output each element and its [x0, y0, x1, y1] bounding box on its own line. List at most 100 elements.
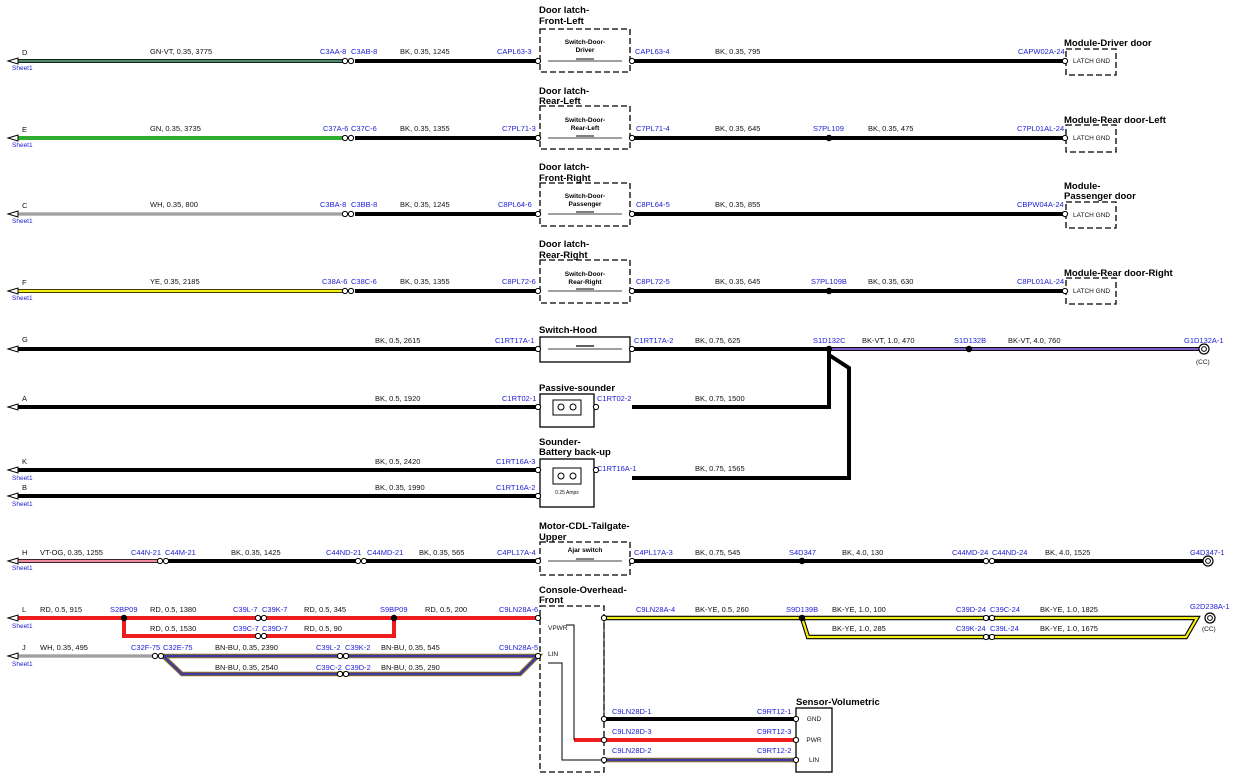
wire-label: RD, 0.5, 1380 — [150, 605, 196, 614]
connector-pin — [592, 466, 600, 474]
component-title: Motor-CDL-Tailgate- — [539, 521, 630, 532]
door-latch-front-right[interactable]: Door latch- Front-Right Switch-Door- Pas… — [539, 162, 631, 227]
connector-label: C37A-6 — [323, 124, 348, 133]
battery-rating: 0.25 Amps — [555, 490, 579, 496]
module-driver-door[interactable]: Module-Driver door LATCH GND — [1064, 38, 1152, 76]
connector-label: CBPW04A-24 — [1017, 200, 1064, 209]
connector-pin — [151, 652, 159, 660]
wire-label: BK, 0.75, 1565 — [695, 464, 745, 473]
switch-hood[interactable]: Switch-Hood — [539, 325, 631, 363]
off-sheet-arrow — [6, 345, 19, 353]
row-letter: J — [22, 643, 26, 652]
sounder-coil — [569, 472, 577, 480]
wire-label: BK, 0.35, 1355 — [400, 124, 450, 133]
splice-dot — [390, 614, 398, 622]
sensor-volumetric[interactable]: Sensor-Volumetric GND PWR LIN — [795, 697, 880, 773]
connector-pin — [157, 652, 165, 660]
connector-pin — [988, 614, 996, 622]
connector-label: C7PL01AL-24 — [1017, 124, 1064, 133]
connector-label: C7PL71-4 — [636, 124, 670, 133]
row-h: H VT-OG, 0.35, 1255 C44N-21 C44M-21 BK, … — [12, 548, 1225, 572]
connector-pin — [534, 57, 542, 65]
module-rear-door-left[interactable]: Module-Rear door-Left LATCH GND — [1064, 115, 1167, 153]
wire-label: BK, 0.35, 630 — [868, 277, 913, 286]
component-outline — [539, 336, 631, 363]
connector-label: C38C-6 — [351, 277, 377, 286]
row-f: F YE, 0.35, 2185 C38A-6 C38C-6 BK, 0.35,… — [12, 277, 1065, 302]
component-outline — [539, 541, 631, 576]
module-passenger-door[interactable]: Module- Passenger door LATCH GND — [1064, 181, 1136, 229]
console-overhead-front[interactable]: Console-Overhead- Front VPWR LIN — [539, 585, 627, 773]
connector-label: C1RT16A-3 — [496, 457, 535, 466]
wire-label: RD, 0.5, 90 — [304, 624, 342, 633]
switch-label: Switch-Door- — [565, 39, 605, 46]
sheet-link[interactable]: Sheet1 — [12, 501, 33, 508]
sheet-link[interactable]: Sheet1 — [12, 142, 33, 149]
ground-icon-inner — [1201, 346, 1207, 352]
wire-label: BK, 0.5, 1920 — [375, 394, 420, 403]
wire-bk-ye-edge — [604, 615, 1201, 640]
wire-label: BK, 0.35, 565 — [419, 548, 464, 557]
door-latch-rear-right[interactable]: Door latch- Rear-Right Switch-Door- Rear… — [539, 239, 631, 304]
wire-bk-ye[interactable] — [604, 616, 1199, 639]
wire-bk-drop[interactable] — [632, 353, 851, 480]
module-rear-door-right[interactable]: Module-Rear door-Right LATCH GND — [1064, 268, 1174, 305]
connector-pin — [341, 134, 349, 142]
wire-bn-bu[interactable] — [162, 654, 541, 676]
wire-bk-drop[interactable] — [632, 349, 831, 409]
connector-pin — [792, 756, 800, 764]
component-title: Sensor-Volumetric — [796, 697, 880, 708]
sheet-link[interactable]: Sheet1 — [12, 65, 33, 72]
connector-label: C39C-2 — [316, 663, 342, 672]
sounder-coil — [557, 472, 565, 480]
connector-pin — [1061, 210, 1069, 218]
splice-label: S9D139B — [786, 605, 818, 614]
connector-pin — [628, 134, 636, 142]
row-e: E GN, 0.35, 3735 C37A-6 C37C-6 BK, 0.35,… — [12, 124, 1065, 149]
connector-label: C44MD-24 — [952, 548, 988, 557]
sheet-link[interactable]: Sheet1 — [12, 661, 33, 668]
ground-label: G4D347-1 — [1190, 548, 1225, 557]
door-latch-rear-left[interactable]: Door latch- Rear-Left Switch-Door- Rear-… — [539, 86, 631, 150]
sounder-battery-backup[interactable]: Sounder- Battery back-up 0.25 Amps — [539, 437, 611, 508]
connector-pin — [360, 557, 368, 565]
pin-label: LIN — [809, 757, 819, 764]
ground-label: G2D238A-1 — [1190, 602, 1230, 611]
connector-label: C39K-2 — [345, 643, 370, 652]
sheet-link[interactable]: Sheet1 — [12, 623, 33, 630]
wire-rd-branch[interactable] — [266, 618, 396, 638]
row-c: C WH, 0.35, 800 C3BA-8 C3BB-8 BK, 0.35, … — [12, 200, 1065, 225]
connector-pin — [260, 614, 268, 622]
wire-rd-branch[interactable] — [122, 618, 258, 638]
console-internal — [566, 624, 575, 740]
switch-label: Passenger — [569, 201, 602, 208]
motor-cdl-tailgate-upper[interactable]: Motor-CDL-Tailgate- Upper Ajar switch — [539, 521, 631, 576]
connector-label: C1RT02-2 — [597, 394, 631, 403]
wire-label: BK, 0.35, 1245 — [400, 200, 450, 209]
connector-label: C1RT02-1 — [502, 394, 536, 403]
wire-label: BK, 0.75, 545 — [695, 548, 740, 557]
door-latch-front-left[interactable]: Door latch- Front-Left Switch-Door- Driv… — [539, 5, 631, 73]
wire-label: BN-BU, 0.35, 545 — [381, 643, 440, 652]
connector-label: C44N-21 — [131, 548, 161, 557]
sheet-link[interactable]: Sheet1 — [12, 218, 33, 225]
connector-label: CAPL63-3 — [497, 47, 532, 56]
off-sheet-arrow — [6, 652, 19, 660]
wire-label: BK, 0.35, 645 — [715, 277, 760, 286]
sheet-link[interactable]: Sheet1 — [12, 565, 33, 572]
connector-label: C9LN28A-4 — [636, 605, 675, 614]
splice-dot — [965, 345, 973, 353]
ground-cc-label: (CC) — [1196, 359, 1210, 366]
battery-sounder-icon — [552, 467, 582, 485]
sheet-link[interactable]: Sheet1 — [12, 295, 33, 302]
wire-label: BK, 4.0, 130 — [842, 548, 883, 557]
component-title: Door latch- — [539, 5, 589, 16]
connector-label: C7PL71-3 — [502, 124, 536, 133]
wire-label: BK, 0.35, 1245 — [400, 47, 450, 56]
row-letter: C — [22, 201, 28, 210]
console-bk-ye-wires: C9LN28A-4 BK-YE, 0.5, 260 S9D139B BK-YE,… — [604, 602, 1230, 640]
connector-label: C39L-2 — [316, 643, 341, 652]
row-letter: F — [22, 278, 27, 287]
sheet-link[interactable]: Sheet1 — [12, 475, 33, 482]
passive-sounder[interactable]: Passive-sounder — [539, 383, 615, 428]
